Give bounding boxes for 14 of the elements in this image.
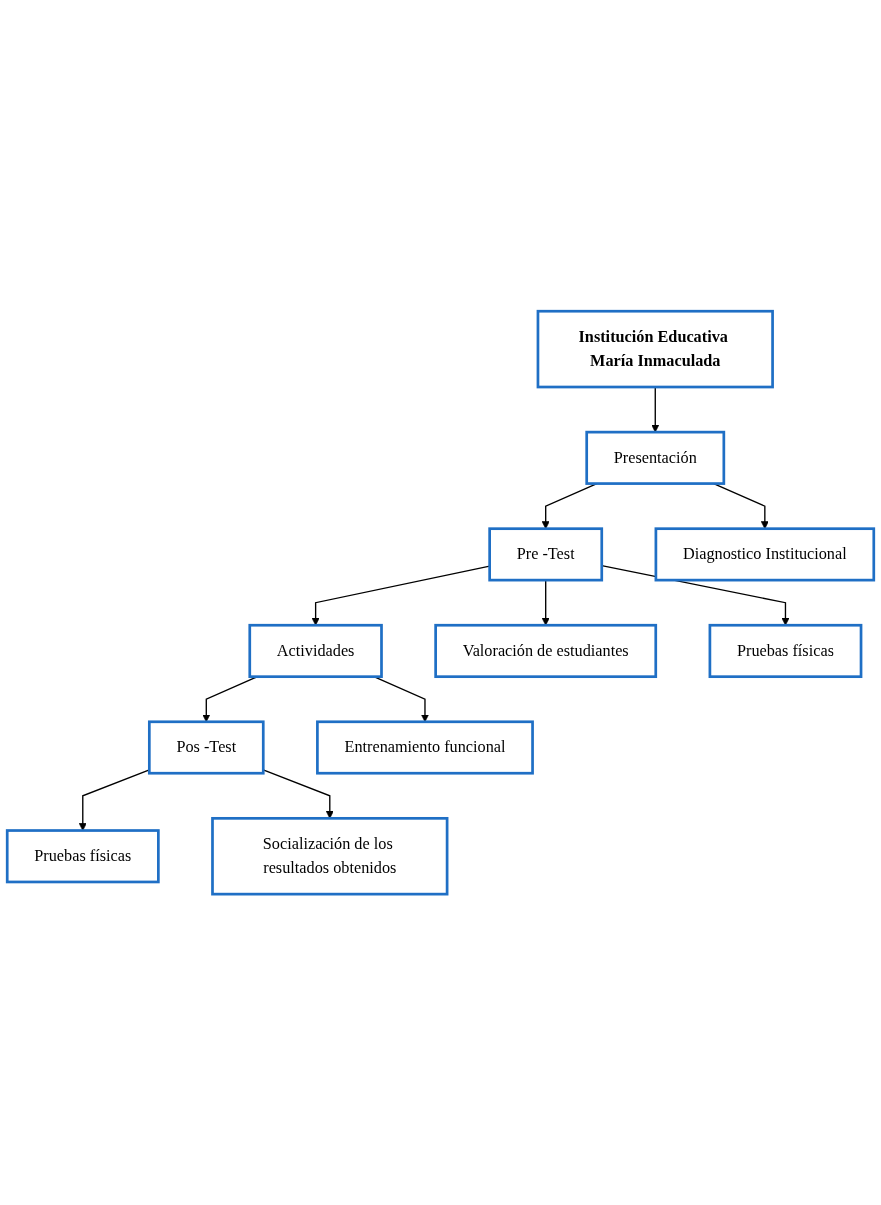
node-box: Pre -Test: [488, 527, 604, 582]
node-box: Presentación: [585, 430, 726, 485]
node-box: Pos -Test: [147, 720, 265, 775]
node-box: Pruebas físicas: [708, 623, 863, 678]
arrow: [541, 579, 550, 626]
node-box: Socialización de los resultados obtenidos: [211, 816, 449, 896]
node-box: Actividades: [248, 623, 383, 678]
node-box: Valoración de estudiantes: [434, 623, 658, 678]
node-box: Entrenamiento funcional: [316, 720, 534, 775]
arrow: [601, 564, 790, 626]
node-box: Institución Educativa María Inmaculada: [536, 309, 774, 389]
node-box: Diagnostico Institucional: [654, 527, 876, 582]
node-box: Pruebas físicas: [5, 829, 160, 884]
arrow: [78, 768, 150, 831]
